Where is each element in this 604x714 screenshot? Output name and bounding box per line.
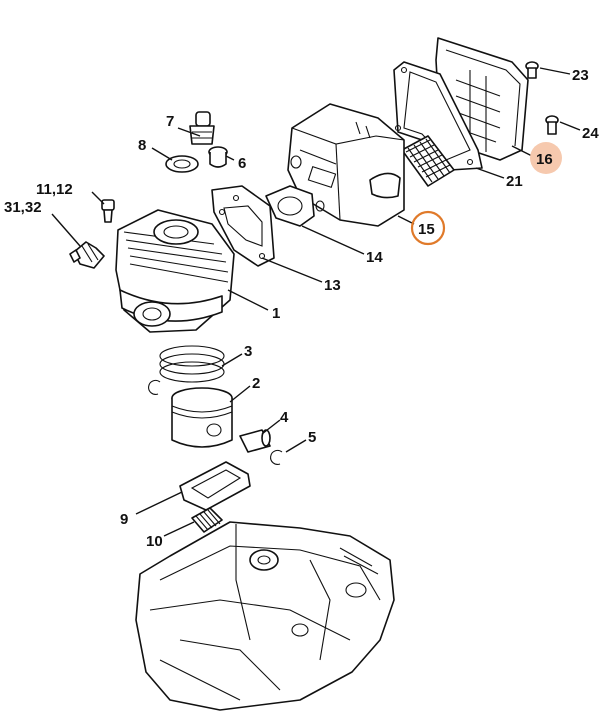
decompression-valve [189,111,215,145]
muffler-body [287,103,405,227]
callout-7[interactable]: 7 [166,113,174,130]
piston-pin [239,429,271,453]
needle-cage [191,507,223,533]
screw-23 [525,61,539,79]
seal-washer [165,155,199,173]
screw-24 [545,115,559,135]
callout-21[interactable]: 21 [506,173,523,190]
callout-13[interactable]: 13 [324,277,341,294]
leader-lines [51,67,581,537]
callout-6[interactable]: 6 [238,155,246,172]
callout-labels: 23 24 16 21 15 14 13 7 8 6 11,12 31,32 1… [4,67,599,550]
callout-23[interactable]: 23 [572,67,589,84]
callout-31-32[interactable]: 31,32 [4,199,42,216]
plug [208,146,228,168]
callout-2[interactable]: 2 [252,375,260,392]
exhaust-gasket [265,185,315,227]
callout-3[interactable]: 3 [244,343,252,360]
piston [171,387,233,448]
callout-10[interactable]: 10 [146,533,163,550]
cylinder-base-gasket [179,461,251,511]
callout-16[interactable]: 16 [536,151,553,168]
callout-9[interactable]: 9 [120,511,128,528]
crankcase [135,521,395,711]
circlip-right [270,449,283,465]
callout-24[interactable]: 24 [582,125,599,142]
circlip-left [148,379,161,395]
spark-arrest-screen [401,135,455,187]
callout-5[interactable]: 5 [308,429,316,446]
cylinder [115,209,235,333]
callout-15[interactable]: 15 [418,221,435,238]
callout-1[interactable]: 1 [272,305,280,322]
callout-16-highlight [530,142,562,174]
callout-8[interactable]: 8 [138,137,146,154]
heat-shield-plate [211,185,275,267]
callout-14[interactable]: 14 [366,249,383,266]
spark-plug [69,241,105,269]
callout-15-highlight [410,210,446,246]
callout-4[interactable]: 4 [280,409,289,426]
callout-11-12[interactable]: 11,12 [36,181,73,198]
piston-rings [159,345,225,383]
screw-11-12 [101,199,115,223]
